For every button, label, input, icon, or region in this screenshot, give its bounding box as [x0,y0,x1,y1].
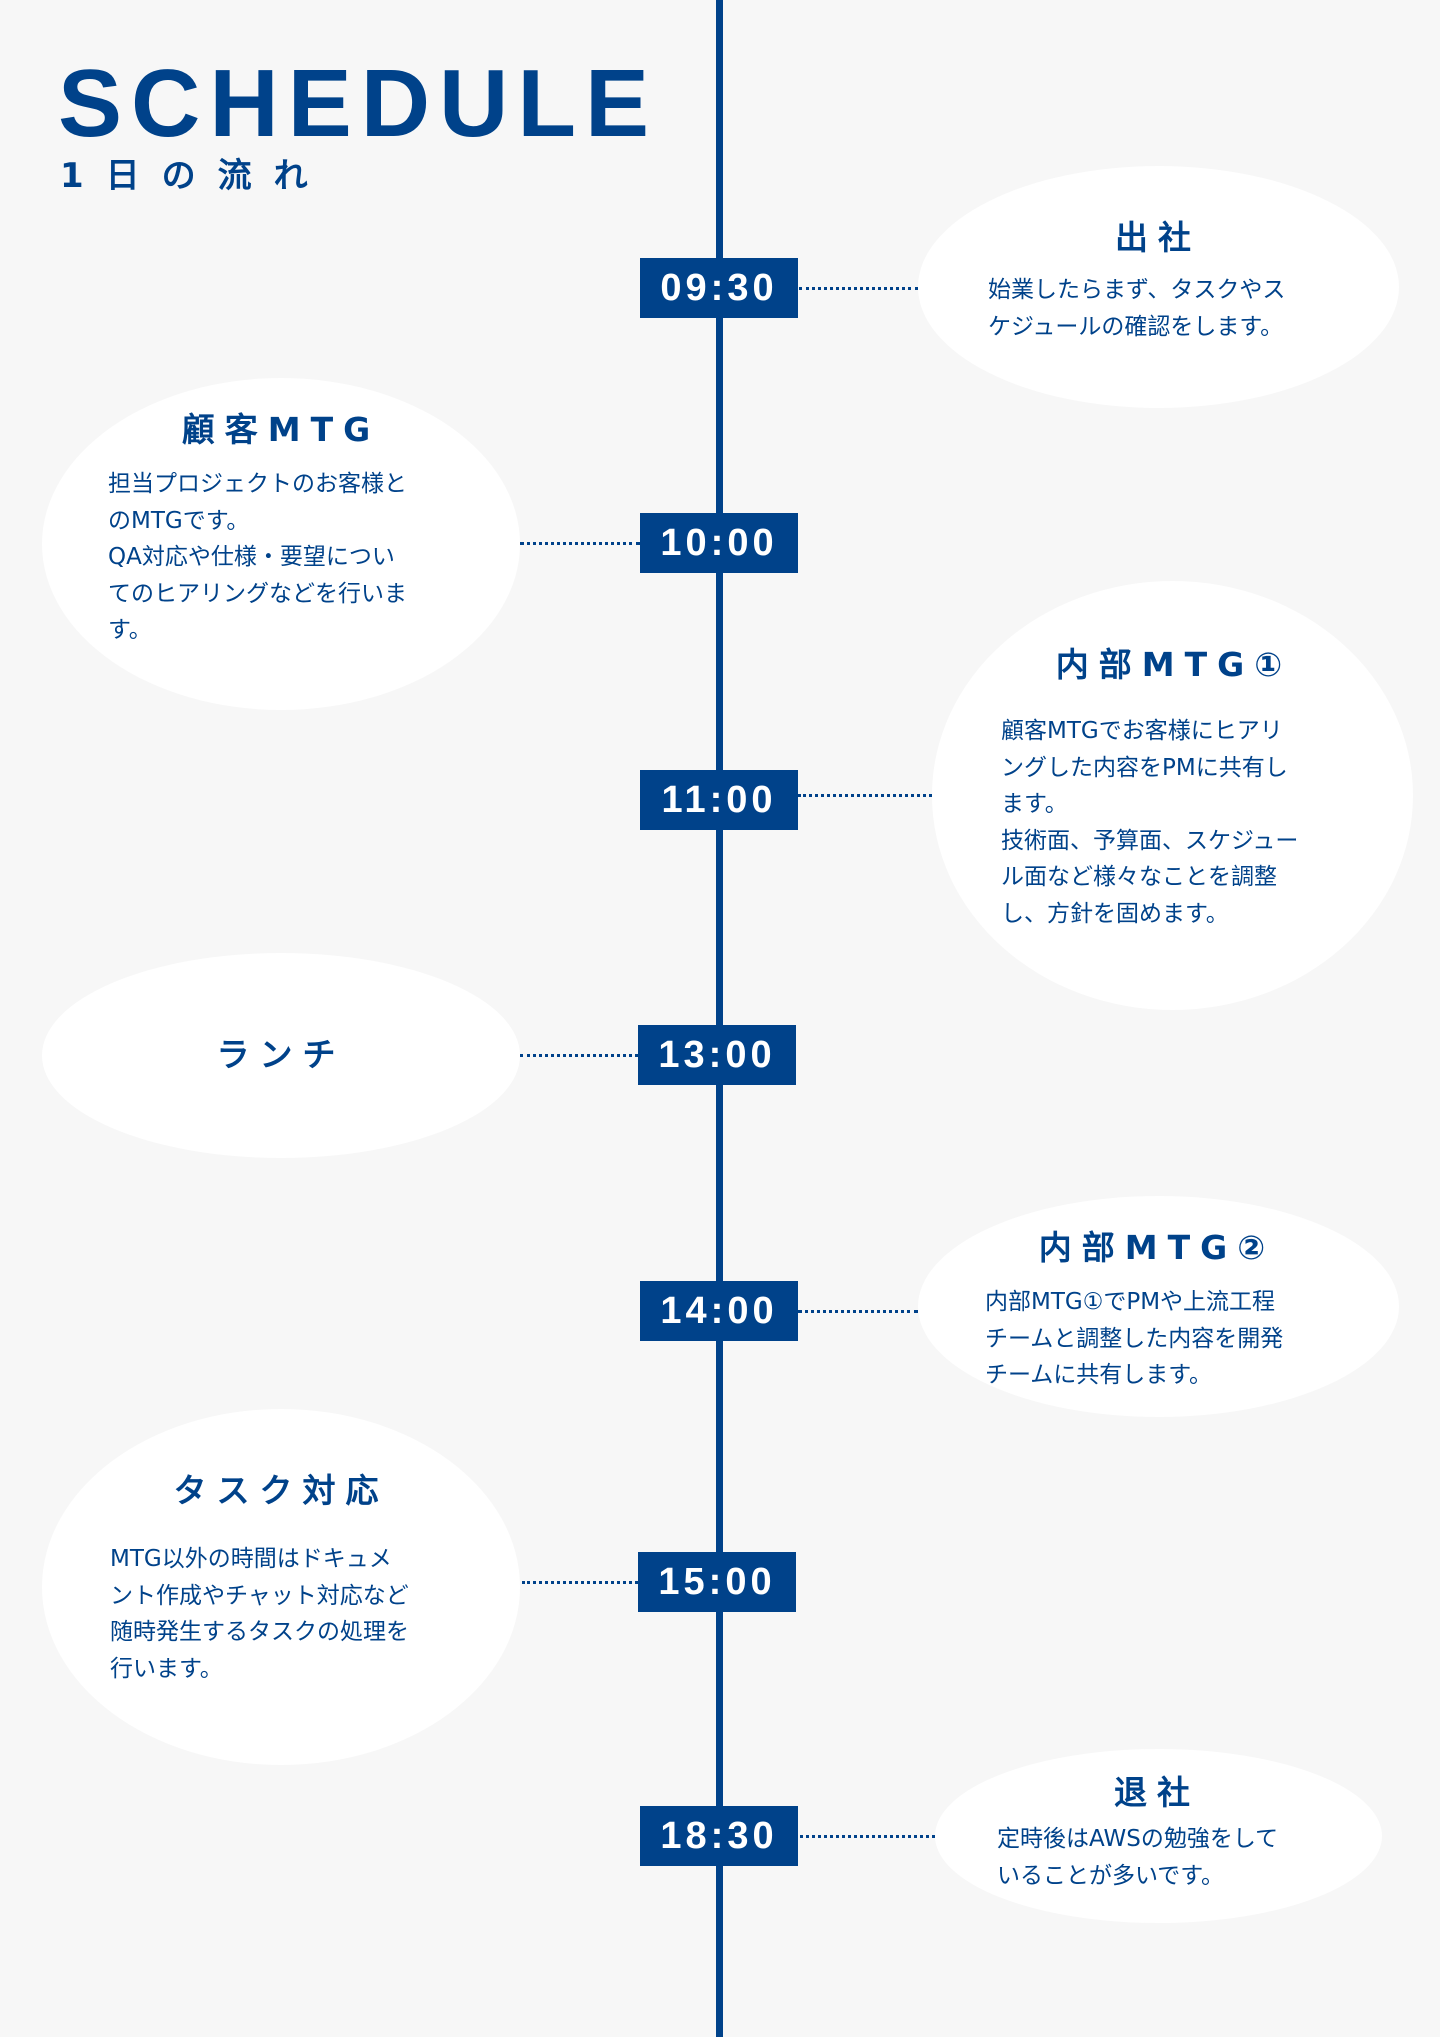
description-line: いることが多いです。 [997,1862,1225,1889]
description-line: 内部MTG①でPMや上流工程 [985,1289,1276,1315]
description-line: のMTGです。 [108,507,250,534]
time-badge: 15:00 [638,1552,796,1612]
description-line: ます。 [1001,791,1068,817]
description-line: ル面など様々なことを調整 [1001,864,1277,890]
event-description: 定時後はAWSの勉強をしていることが多いです。 [997,1821,1278,1894]
description-line: 定時後はAWSの勉強をして [997,1826,1279,1852]
event-bubble [42,953,520,1158]
time-badge: 09:30 [640,258,798,318]
event-title: 退社 [1114,1773,1200,1812]
event-description: 担当プロジェクトのお客様とのMTGです。 QA対応や仕様・要望についてのヒアリング… [108,466,407,649]
event-title: 出社 [1115,218,1201,257]
event-title: ランチ [216,1035,346,1074]
description-line: 始業したらまず、タスクやス [988,277,1286,303]
description-line: ケジュールの確認をします。 [988,313,1284,340]
event-description: 始業したらまず、タスクやスケジュールの確認をします。 [988,272,1285,345]
page-subtitle: 1日の流れ [60,156,330,196]
time-badge: 13:00 [638,1025,796,1085]
event-title: 顧客MTG [181,410,381,449]
time-badge: 18:30 [640,1806,798,1866]
event-bubble [932,581,1413,1010]
event-description: 顧客MTGでお客様にヒアリングした内容をPMに共有します。技術面、予算面、スケジ… [1001,713,1298,932]
description-line: す。 [108,617,152,643]
event-title: 内部MTG② [1038,1228,1276,1267]
description-line: 随時発生するタスクの処理を [110,1619,409,1645]
description-line: 行います。 [110,1655,223,1682]
event-bubble [42,1409,520,1765]
dotted-connector [800,1835,935,1838]
description-line: 技術面、予算面、スケジュー [1001,827,1299,854]
description-line: MTG以外の時間はドキュメ [110,1546,392,1572]
time-badge: 14:00 [640,1281,798,1341]
description-line: チームに共有します。 [985,1362,1213,1388]
event-description: 内部MTG①でPMや上流工程チームと調整した内容を開発チームに共有します。 [985,1284,1283,1394]
timeline-line [716,0,723,2037]
description-line: チームと調整した内容を開発 [985,1325,1284,1352]
time-badge: 10:00 [640,513,798,573]
event-description: MTG以外の時間はドキュメント作成やチャット対応など随時発生するタスクの処理を行… [110,1541,409,1687]
dotted-connector [520,542,640,545]
description-line: てのヒアリングなどを行いま [108,580,407,607]
dotted-connector [522,1581,638,1584]
description-line: し、方針を固めます。 [1001,900,1229,927]
event-bubble [42,378,520,710]
dotted-connector [799,287,918,290]
event-bubble [935,1749,1382,1923]
description-line: 顧客MTGでお客様にヒアリ [1001,718,1283,744]
dotted-connector [520,1054,638,1057]
event-title: タスク対応 [173,1471,389,1510]
event-title: 内部MTG① [1055,645,1293,684]
description-line: ングした内容をPMに共有し [1001,754,1288,781]
event-bubble [918,166,1399,408]
dotted-connector [798,1310,918,1313]
description-line: ント作成やチャット対応など [110,1582,409,1609]
description-line: QA対応や仕様・要望につい [108,544,395,570]
dotted-connector [798,794,932,797]
time-badge: 11:00 [640,770,798,830]
event-bubble [918,1196,1399,1417]
page-title: SCHEDULE [58,50,659,157]
description-line: 担当プロジェクトのお客様と [108,471,407,497]
